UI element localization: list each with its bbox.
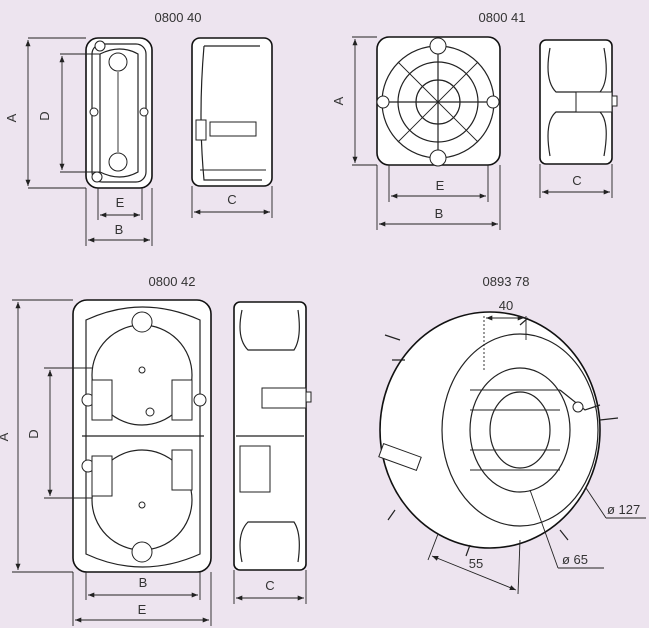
front-view-0800-40	[85, 37, 153, 189]
dim-c-0800-40: C	[227, 192, 236, 207]
dim-d127-0893-78: ø 127	[607, 502, 640, 517]
front-view-0800-41	[376, 36, 501, 167]
dim-c-0800-41: C	[572, 173, 581, 188]
panel-0893-78: 0893 78 40 ø 127 ø 65 55	[378, 274, 646, 595]
title-0800-40: 0800 40	[155, 10, 202, 25]
dim-e-0800-42: E	[138, 602, 147, 617]
dim-d65-0893-78: ø 65	[562, 552, 588, 567]
side-view-0800-40	[191, 37, 273, 187]
dim-e-0800-40: E	[116, 195, 125, 210]
panel-0800-40: 0800 40 A D E	[4, 10, 273, 246]
title-0893-78: 0893 78	[483, 274, 530, 289]
dim-b-0800-41: B	[435, 206, 444, 221]
title-0800-41: 0800 41	[479, 10, 526, 25]
panel-0800-41: 0800 41 A E B	[331, 10, 618, 230]
dim-d-0800-40: D	[37, 111, 52, 120]
title-0800-42: 0800 42	[149, 274, 196, 289]
dim-a-0800-41: A	[331, 96, 346, 105]
dim-b-0800-42: B	[139, 575, 148, 590]
dim-e-0800-41: E	[436, 178, 445, 193]
dim-b-0800-40: B	[115, 222, 124, 237]
side-view-0800-41	[539, 39, 618, 165]
panel-0800-42: 0800 42 A D	[0, 274, 312, 626]
dim-d-0800-42: D	[26, 429, 41, 438]
dim-a-0800-42: A	[0, 432, 11, 441]
side-view-0800-42	[233, 301, 312, 571]
dim-40-0893-78: 40	[499, 298, 513, 313]
dim-a-0800-40: A	[4, 113, 19, 122]
dim-55-0893-78: 55	[469, 556, 483, 571]
front-view-0800-42	[72, 299, 212, 573]
dim-c-0800-42: C	[265, 578, 274, 593]
isometric-view-0893-78	[378, 311, 619, 557]
